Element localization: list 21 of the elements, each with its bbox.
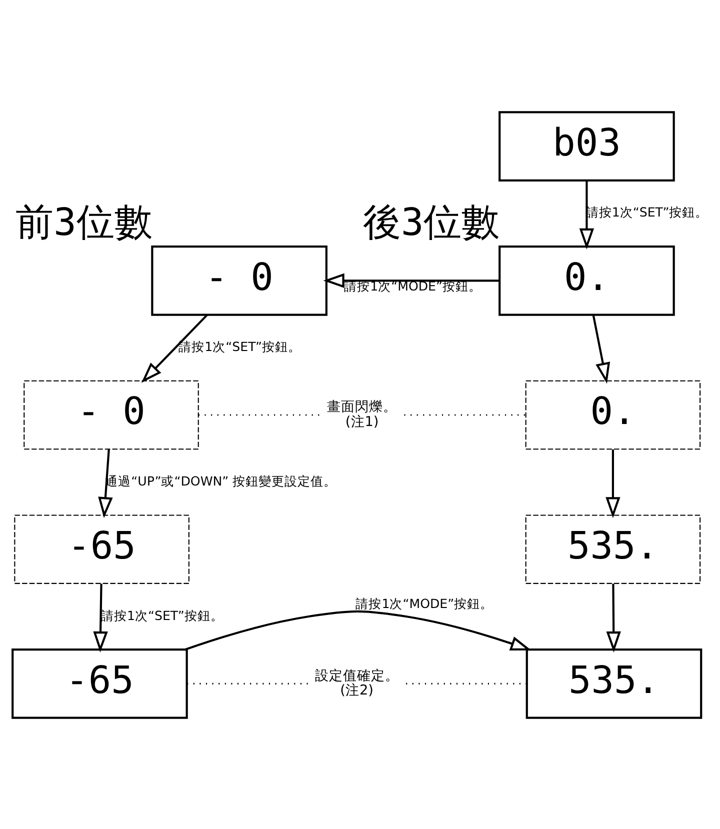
node-box: -65	[12, 648, 188, 718]
node-box: b03	[498, 110, 675, 181]
node-box: 535.	[526, 648, 702, 718]
node-box: 535.	[525, 514, 701, 584]
node-text: 設定值確定。 (注2)	[314, 667, 399, 698]
node-box: 0.	[525, 380, 701, 450]
edge-label: 請按1次“MODE”按鈕。	[356, 595, 494, 610]
arrow	[185, 610, 532, 650]
node-box: - 0	[24, 380, 199, 450]
arrow	[579, 180, 594, 249]
node-box: -65	[14, 514, 190, 584]
node-label: 後3位數	[362, 199, 500, 244]
node-label: 前3位數	[16, 199, 152, 244]
arrow	[323, 272, 500, 288]
arrow	[606, 448, 620, 518]
arrow	[141, 314, 208, 382]
arrow	[606, 583, 621, 652]
node-box: - 0	[151, 245, 328, 316]
node-text: 畫面閃爍。 (注1)	[327, 398, 398, 430]
arrow	[592, 314, 610, 384]
node-box: 0.	[498, 245, 675, 316]
